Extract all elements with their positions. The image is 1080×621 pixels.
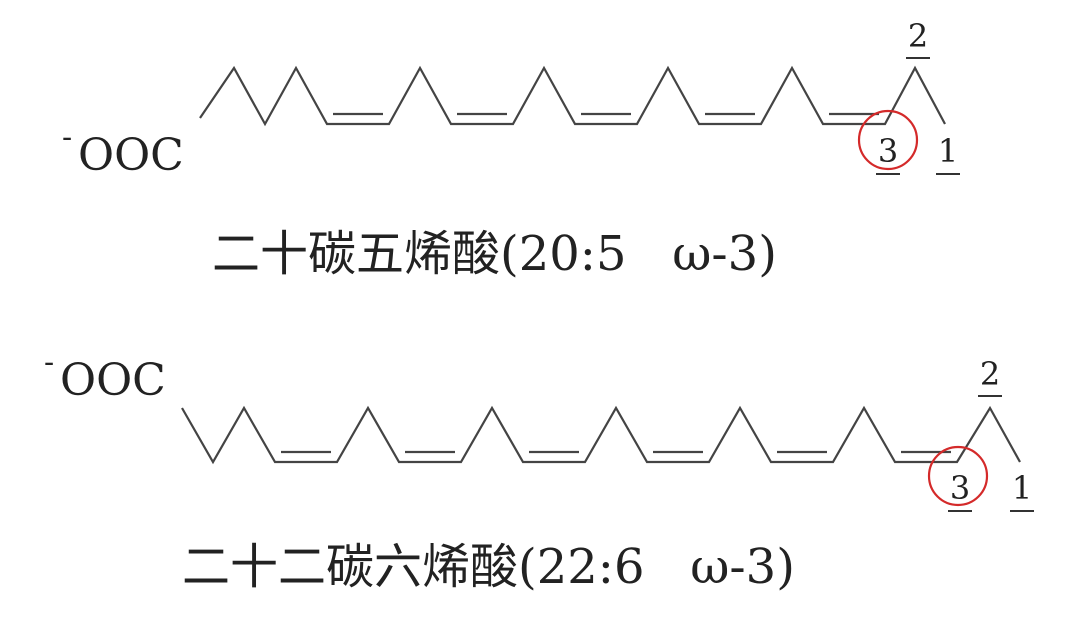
epa-carbon-1-label: 1	[938, 132, 958, 170]
epa-carbon-2-label: 2	[908, 17, 928, 55]
epa-carbon-3-label: 3	[878, 132, 898, 170]
dha-omega3-highlight-circle	[927, 445, 989, 507]
epa-name-label: 二十碳五烯酸(20:5 ω-3)	[212, 226, 777, 282]
dha-carbon-2-label: 2	[980, 355, 1000, 393]
dha-carbon-chain	[181, 405, 1021, 465]
dha-charge: -	[44, 345, 54, 380]
dha-carbon-3-label: 3	[950, 469, 970, 507]
epa-charge: -	[62, 120, 72, 155]
dha-chain-bonds	[181, 405, 1021, 465]
dha-carbon-1-label: 1	[1012, 469, 1032, 507]
epa-carboxylate-label: OOC	[78, 130, 184, 181]
epa-structure: - OOC 3 2 1 二十碳五烯酸(20:5 ω-3)	[62, 17, 960, 282]
dha-structure: - OOC 3 2 1 二十二碳六烯酸(22:6 ω-3)	[44, 345, 1034, 595]
dha-name-label: 二十二碳六烯酸(22:6 ω-3)	[182, 539, 795, 595]
epa-omega3-highlight-circle	[857, 109, 919, 171]
epa-chain-bonds	[199, 65, 946, 127]
dha-carboxylate-label: OOC	[60, 355, 166, 406]
epa-carbon-chain	[199, 65, 946, 127]
